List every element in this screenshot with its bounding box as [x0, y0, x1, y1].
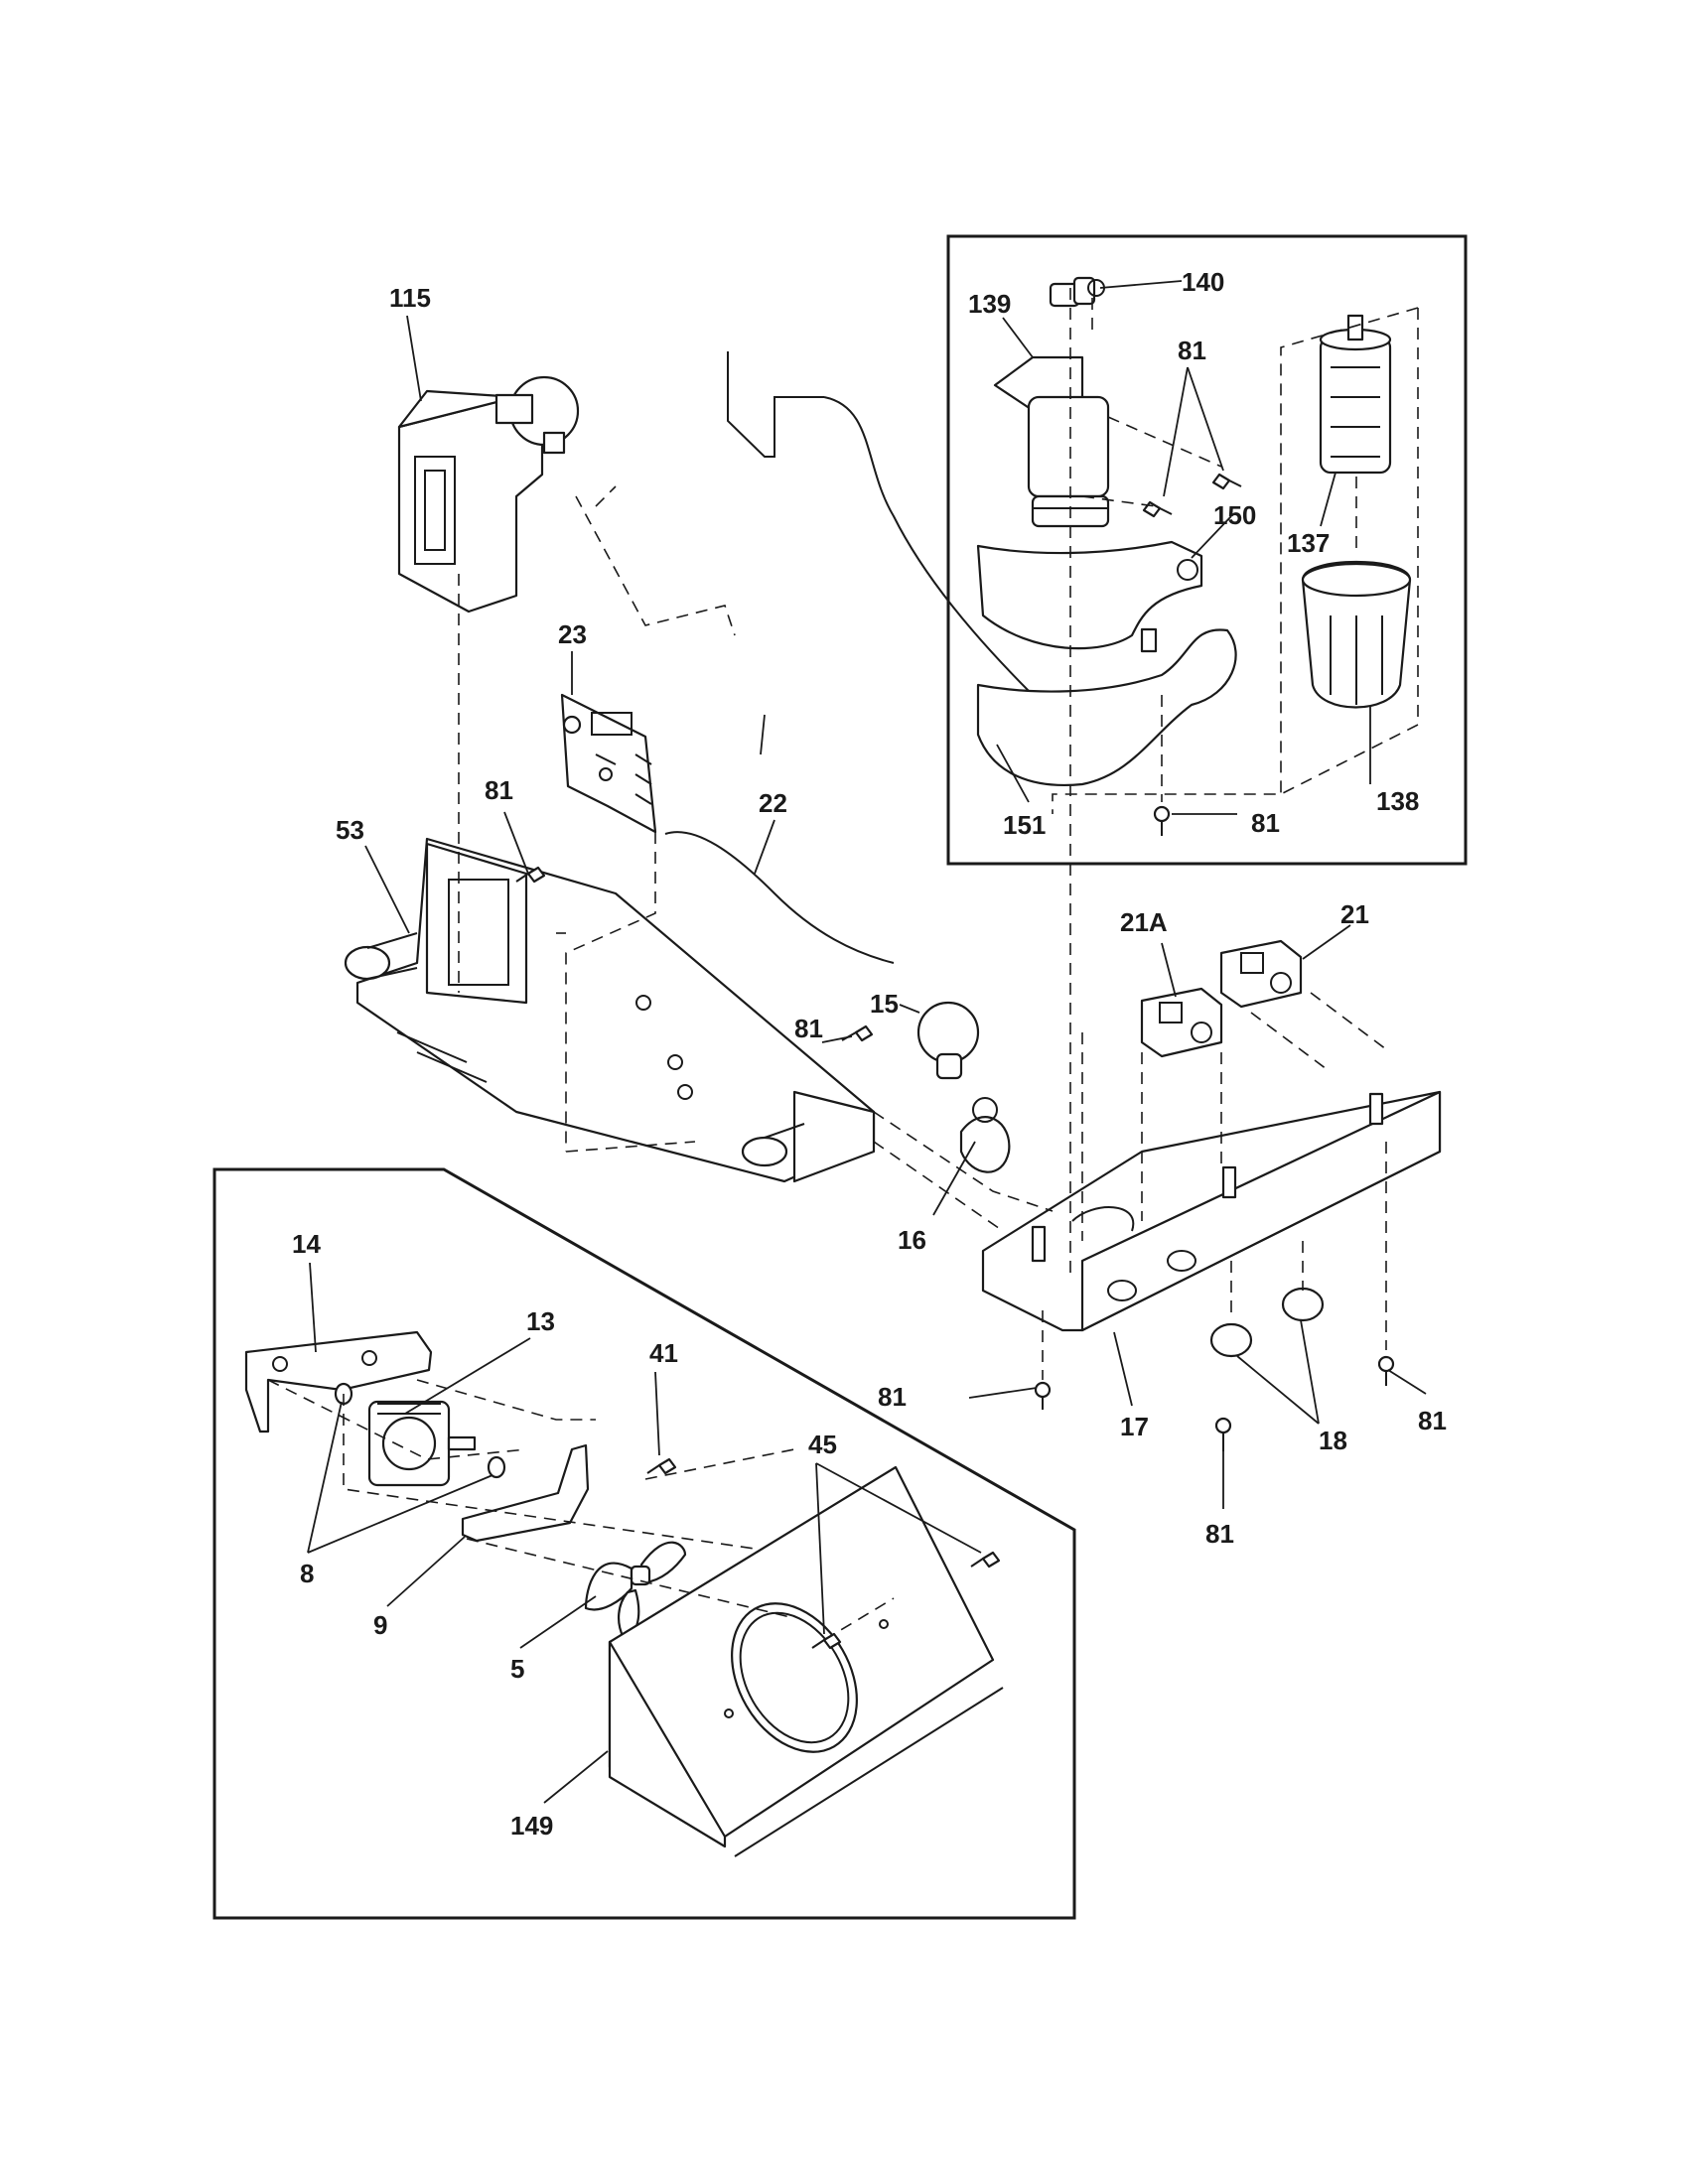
callout-45: 45: [808, 1430, 837, 1459]
part-16-lamp-socket: [959, 1097, 1011, 1173]
callout-150: 150: [1213, 500, 1256, 530]
part-18-knobs: [1209, 1287, 1325, 1358]
callout-81-frame: 81: [794, 1014, 823, 1043]
part-17-dispenser-cover: [981, 1090, 1442, 1332]
fan-inset-box: [212, 1167, 1076, 1920]
callout-23: 23: [558, 619, 587, 649]
part-140-elbow-fitting: [1049, 276, 1105, 308]
callout-13: 13: [526, 1306, 555, 1336]
callout-15: 15: [870, 989, 899, 1019]
callout-21: 21: [1340, 899, 1369, 929]
part-139-filter-head: [993, 355, 1110, 528]
callout-138: 138: [1376, 786, 1419, 816]
assembly-dashed-lines: [267, 288, 1419, 1641]
callout-140: 140: [1182, 267, 1224, 297]
callout-18: 18: [1319, 1426, 1347, 1455]
callout-17: 17: [1120, 1412, 1149, 1441]
callout-81-cover-right: 81: [1418, 1406, 1447, 1435]
part-151-lower-cover: [976, 627, 1237, 786]
callout-21A: 21A: [1120, 907, 1168, 937]
part-21A-switch: [1140, 987, 1223, 1058]
part-9-motor-bracket: [461, 1443, 590, 1543]
part-115-actuator-housing: [397, 375, 580, 614]
callout-22: 22: [759, 788, 787, 818]
part-14-motor-bracket: [244, 1330, 433, 1433]
part-138-filter-bowl: [1301, 561, 1412, 709]
part-150-upper-cover: [976, 540, 1203, 650]
callout-8: 8: [300, 1559, 314, 1588]
callout-149: 149: [510, 1811, 553, 1841]
callout-labels: 115 23 22 81 53 81 15 16 21A 21 17 18 81…: [292, 267, 1447, 1841]
callout-5: 5: [510, 1654, 524, 1684]
callout-9: 9: [373, 1610, 387, 1640]
callout-14: 14: [292, 1229, 321, 1259]
callout-81-cover-left: 81: [878, 1382, 907, 1412]
filter-inset-box: [946, 234, 1468, 866]
leader-lines: [307, 280, 1427, 1804]
callout-53: 53: [336, 815, 364, 845]
callout-139: 139: [968, 289, 1011, 319]
callout-137: 137: [1287, 528, 1330, 558]
part-23-control-board: [560, 693, 657, 834]
callout-115: 115: [389, 283, 431, 313]
callout-81-filter-cover: 81: [1251, 808, 1280, 838]
callout-16: 16: [898, 1225, 926, 1255]
part-53-dispenser-frame: [344, 837, 876, 1183]
part-13-fan-motor: [367, 1400, 477, 1487]
callout-41: 41: [649, 1338, 678, 1368]
part-15-light-bulb: [916, 1001, 980, 1080]
callout-81-filter-head: 81: [1178, 336, 1206, 365]
part-21-switch: [1219, 939, 1303, 1009]
callout-81-board: 81: [485, 775, 513, 805]
callout-81-cover-bottom: 81: [1205, 1519, 1234, 1549]
callout-151: 151: [1003, 810, 1046, 840]
part-137-filter-cartridge: [1319, 314, 1392, 475]
part-149-fan-shroud: [608, 1465, 1004, 1857]
